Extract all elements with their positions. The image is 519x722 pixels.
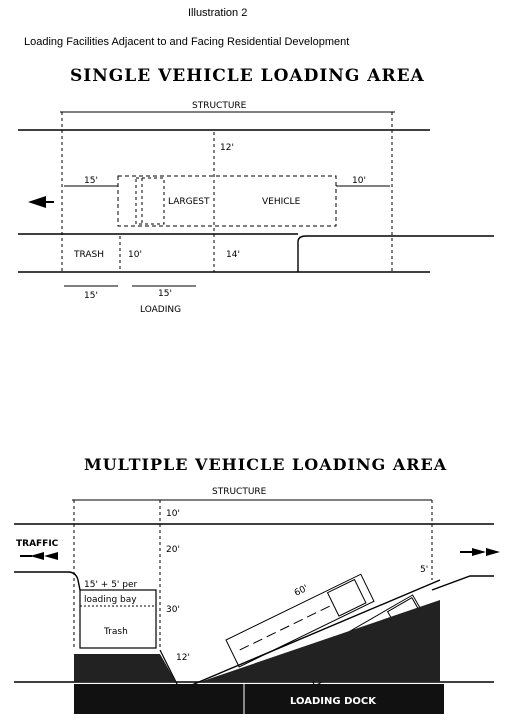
- single-dim-15-left: 15': [84, 176, 98, 186]
- single-dim-10-right: 10': [352, 176, 366, 186]
- multiple-dim-20: 20': [166, 545, 180, 555]
- loading-dock-label: LOADING DOCK: [290, 696, 377, 707]
- bay-rule-line1: 15' + 5' per: [84, 580, 138, 590]
- single-bottom-15: 15': [84, 291, 98, 301]
- exit-arrow-icon: [28, 196, 46, 208]
- single-dim-10: 10': [128, 250, 142, 260]
- single-title: SINGLE VEHICLE LOADING AREA: [70, 66, 425, 86]
- multiple-structure-label: STRUCTURE: [212, 487, 267, 497]
- single-largest-label: LARGEST: [168, 197, 210, 207]
- single-loading-label: LOADING: [140, 305, 181, 315]
- single-dim-12: 12': [220, 143, 234, 153]
- loading-dock-hatch: [74, 600, 444, 714]
- multiple-dim-60: 60': [293, 584, 310, 599]
- multiple-trash-label: Trash: [103, 627, 128, 637]
- illustration-label: Illustration 2: [188, 7, 248, 19]
- single-vehicle-label: VEHICLE: [262, 197, 301, 207]
- traffic-label: TRAFFIC: [16, 539, 59, 549]
- multiple-dim-12: 12': [176, 653, 190, 663]
- multiple-dim-10: 10': [166, 509, 180, 519]
- page-subtitle: Loading Facilities Adjacent to and Facin…: [24, 36, 350, 48]
- exit-traffic-arrow-icon: [460, 548, 500, 556]
- single-structure-label: STRUCTURE: [192, 101, 247, 111]
- single-bottom-15b: 15': [158, 289, 172, 299]
- multiple-title: MULTIPLE VEHICLE LOADING AREA: [84, 455, 448, 474]
- multiple-dim-30: 30': [166, 605, 180, 615]
- multiple-dim-5: 5': [420, 565, 428, 575]
- bay-rule-line2: loading bay: [84, 595, 137, 605]
- single-diagram: [18, 111, 494, 287]
- single-trash-label: TRASH: [73, 250, 104, 260]
- single-dim-14: 14': [226, 250, 240, 260]
- traffic-arrow-icon: [20, 552, 58, 560]
